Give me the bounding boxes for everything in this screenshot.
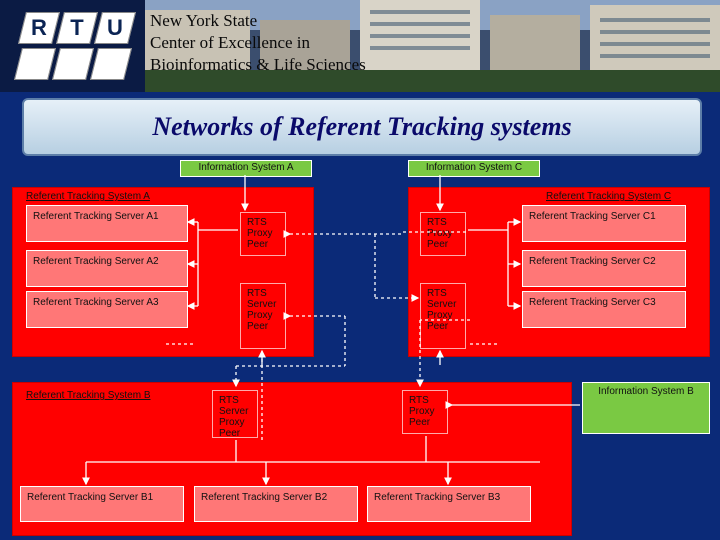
server-c1: Referent Tracking Server C1: [522, 205, 686, 242]
slide-title: Networks of Referent Tracking systems: [152, 112, 572, 141]
org-line-3: Bioinformatics & Life Sciences: [150, 55, 366, 74]
server-b3: Referent Tracking Server B3: [367, 486, 531, 522]
org-line-1: New York State: [150, 11, 258, 30]
information-system-b: Information System B: [582, 382, 710, 434]
server-b2: Referent Tracking Server B2: [194, 486, 358, 522]
header-banner: R T U New York State Center of Excellenc…: [0, 0, 720, 92]
org-line-2: Center of Excellence in: [150, 33, 311, 52]
server-c2: Referent Tracking Server C2: [522, 250, 686, 287]
title-bar: Networks of Referent Tracking systems: [22, 98, 702, 156]
organization-name: New York State Center of Excellence in B…: [150, 10, 366, 76]
server-a2: Referent Tracking Server A2: [26, 250, 188, 287]
campus-photo: [0, 0, 720, 92]
server-c3: Referent Tracking Server C3: [522, 291, 686, 328]
server-a3: Referent Tracking Server A3: [26, 291, 188, 328]
server-a1: Referent Tracking Server A1: [26, 205, 188, 242]
information-system-a: Information System A: [180, 160, 312, 177]
information-system-c: Information System C: [408, 160, 540, 177]
system-b-label: Referent Tracking System B: [26, 390, 151, 401]
system-a-label: Referent Tracking System A: [26, 191, 150, 202]
system-c-label: Referent Tracking System C: [546, 191, 672, 202]
server-b1: Referent Tracking Server B1: [20, 486, 184, 522]
